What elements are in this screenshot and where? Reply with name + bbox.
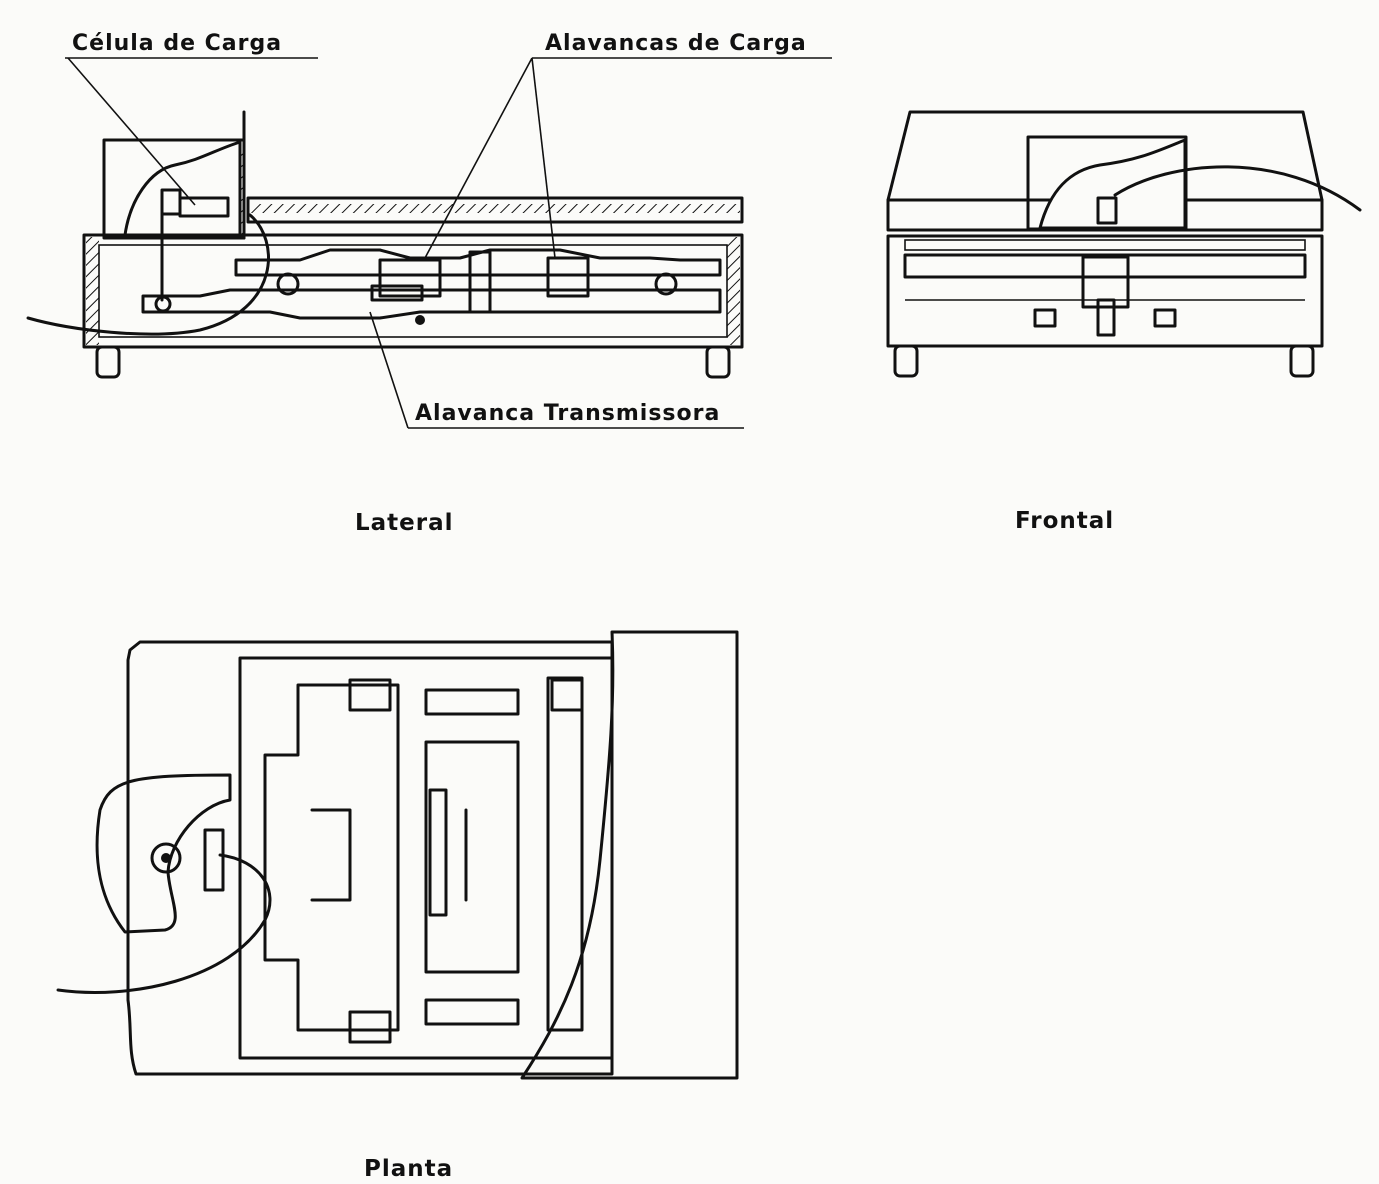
planta-view xyxy=(56,630,739,1080)
alavancas-leader-2 xyxy=(531,57,556,259)
lateral-cutaway xyxy=(123,140,242,237)
frontal-clip-right xyxy=(1153,308,1177,328)
planta-center-bar xyxy=(428,788,448,917)
transmissora-label: Alavanca Transmissora xyxy=(415,401,720,426)
planta-cell-arm xyxy=(95,773,232,934)
planta-lever-right xyxy=(546,676,584,1032)
lateral-caption: Lateral xyxy=(355,510,454,536)
lateral-center-block-b xyxy=(370,284,424,302)
lateral-right-wall-hatch xyxy=(727,237,740,345)
lateral-pivot-3 xyxy=(654,272,678,296)
planta-bracket-2 xyxy=(348,1010,392,1044)
frontal-lever xyxy=(903,253,1307,279)
lateral-bolt xyxy=(415,315,425,325)
alavancas-label: Alavancas de Carga xyxy=(545,31,807,56)
frontal-foot-right xyxy=(1289,344,1315,378)
alavancas-leader-1 xyxy=(424,57,533,259)
planta-transmission-lever xyxy=(424,740,520,974)
planta-cable xyxy=(56,853,272,994)
planta-bracket-1 xyxy=(348,678,392,712)
lateral-foot-right xyxy=(705,345,731,379)
planta-outer-plate xyxy=(126,640,614,1076)
frontal-clip-left xyxy=(1033,308,1057,328)
frontal-caption: Frontal xyxy=(1015,508,1114,534)
planta-cell-ring xyxy=(150,842,182,874)
frontal-center-column xyxy=(1081,255,1130,309)
lateral-base-frame xyxy=(82,233,744,349)
planta-cell-center xyxy=(161,853,171,863)
frontal-deck xyxy=(904,239,1306,251)
lateral-hinge xyxy=(468,250,492,314)
planta-platform-cut xyxy=(520,630,739,1080)
lateral-cable xyxy=(26,213,270,336)
planta-lever-arm xyxy=(310,808,352,902)
load-cell-clamp xyxy=(160,188,182,216)
frontal-cable xyxy=(1113,165,1362,212)
frontal-load-cell xyxy=(1096,196,1118,225)
planta-bracket-3 xyxy=(550,678,584,712)
celula-label: Célula de Carga xyxy=(72,31,282,56)
planta-block-top xyxy=(424,688,520,716)
lateral-pivot-1 xyxy=(154,295,172,313)
lateral-foot-left xyxy=(95,345,121,379)
frontal-base xyxy=(886,234,1324,348)
celula-leader xyxy=(67,57,196,206)
frontal-rod xyxy=(1096,298,1116,337)
transmissora-leader xyxy=(369,311,409,429)
frontal-foot-left xyxy=(893,344,919,378)
planta-caption: Planta xyxy=(364,1156,453,1182)
transmission-lever xyxy=(141,288,722,320)
load-lever-upper xyxy=(234,248,722,277)
lateral-left-wall-hatch xyxy=(86,237,99,345)
lateral-right-block xyxy=(546,256,590,298)
planta-lever-left xyxy=(263,683,400,1032)
planta-frame xyxy=(238,656,614,1060)
lateral-pivot-2 xyxy=(276,272,300,296)
planta-cell-clamp xyxy=(203,828,225,892)
lateral-center-block-a xyxy=(378,258,442,298)
frontal-view xyxy=(886,110,1362,378)
lateral-view xyxy=(26,57,832,429)
lateral-platform xyxy=(246,196,744,224)
lateral-platform-hatch xyxy=(250,204,740,213)
frontal-cutaway xyxy=(1038,138,1187,230)
planta-block-bottom xyxy=(424,998,520,1026)
